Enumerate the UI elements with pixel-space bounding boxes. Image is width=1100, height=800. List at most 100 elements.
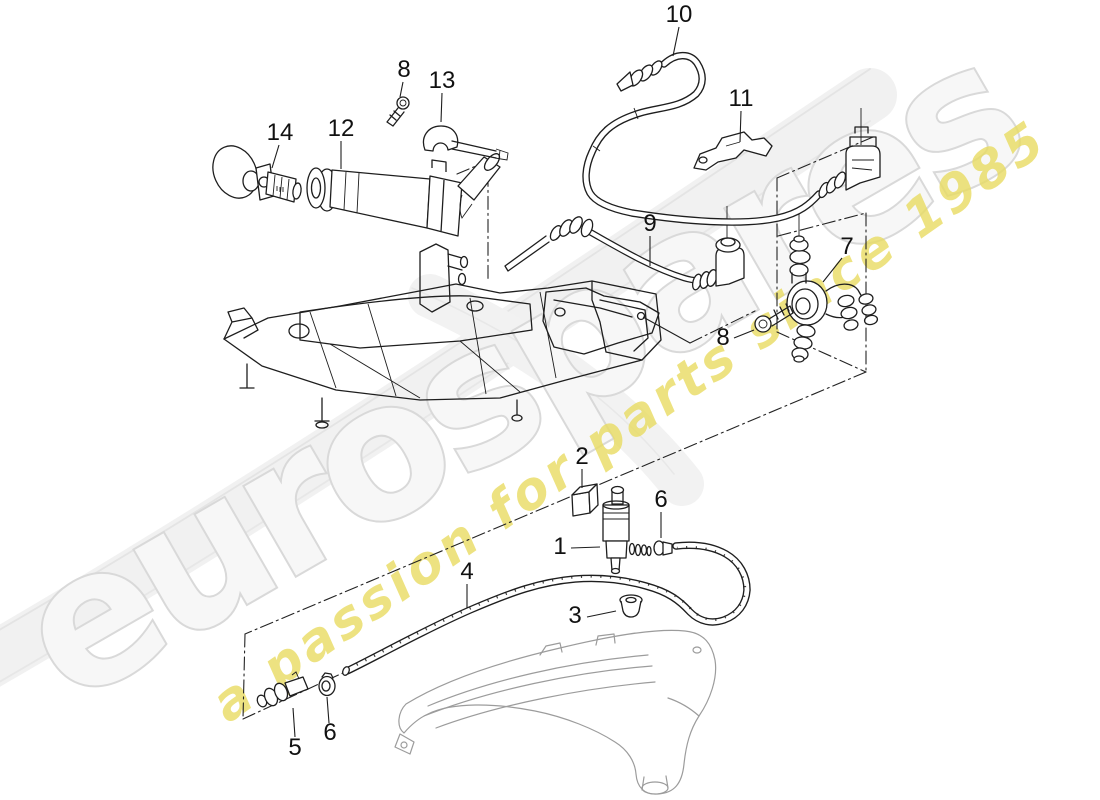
subframe-left-clevis bbox=[223, 307, 259, 340]
liner-hole bbox=[692, 646, 702, 654]
hose-9-nozzle-tube bbox=[504, 235, 550, 272]
subframe-center-plate bbox=[299, 295, 533, 349]
elbow-10-rib3 bbox=[833, 171, 847, 189]
subframe-pin-upper bbox=[459, 255, 469, 269]
leader-5 bbox=[292, 707, 296, 738]
leader-3 bbox=[586, 610, 617, 618]
part-5-connector bbox=[256, 671, 309, 708]
leader-1 bbox=[570, 546, 601, 549]
flange-bore bbox=[310, 177, 322, 199]
screw-head-inner bbox=[399, 99, 407, 107]
part-12-telescopic-nozzle bbox=[306, 153, 501, 237]
valve-nippleA-rib2 bbox=[840, 306, 858, 320]
callout-label-2: 2 bbox=[575, 443, 588, 470]
assembly-frame-top bbox=[777, 212, 867, 237]
fitting-9-rib4 bbox=[580, 218, 594, 238]
screw-8b-head-inner bbox=[758, 319, 768, 329]
pump-port-tip bbox=[646, 545, 652, 557]
assembly-line-lower-vertical bbox=[242, 633, 246, 720]
leader-7 bbox=[822, 257, 843, 283]
fitting-9-rib1 bbox=[549, 225, 563, 241]
valve-top-rib1 bbox=[789, 263, 809, 277]
liner-ribs bbox=[423, 654, 656, 729]
valve-nippleA-rib3 bbox=[843, 319, 859, 331]
block-front bbox=[571, 491, 591, 517]
screw-8b-thread bbox=[768, 303, 794, 327]
callout-label-6a: 6 bbox=[654, 486, 667, 513]
liner-foot-lines bbox=[641, 697, 700, 791]
bracket-hole bbox=[698, 156, 708, 164]
subframe-rear-bracket bbox=[542, 287, 660, 355]
callout-label-7: 7 bbox=[840, 233, 853, 260]
part-8-screw-upper bbox=[386, 96, 410, 127]
subframe-carrier bbox=[223, 243, 662, 429]
bracket-body bbox=[693, 131, 773, 171]
flange-ring bbox=[306, 167, 326, 209]
leader-14 bbox=[271, 144, 280, 169]
part-13-clamp bbox=[422, 125, 509, 161]
swoosh-fold-edge bbox=[411, 287, 675, 475]
valve-nippleA-rib1 bbox=[837, 294, 855, 308]
valve-body-mid bbox=[791, 288, 819, 320]
elbow-10-cap bbox=[849, 126, 877, 147]
part-10-hose bbox=[582, 51, 881, 226]
subframe-upright-bracket bbox=[419, 243, 451, 313]
screw-thread bbox=[386, 107, 405, 127]
callout-label-11: 11 bbox=[729, 85, 754, 112]
subframe-mount-hole bbox=[636, 311, 646, 321]
valve-top-neck bbox=[791, 272, 807, 284]
callout-label-13: 13 bbox=[429, 67, 456, 94]
leader-8b bbox=[733, 329, 755, 339]
fitting-10-cone bbox=[616, 71, 634, 92]
pump-bottom-tip bbox=[610, 567, 621, 575]
callout-label-10: 10 bbox=[666, 1, 693, 28]
pump-body bbox=[602, 504, 630, 542]
part-3-grommet bbox=[619, 594, 643, 618]
callout-label-12: 12 bbox=[328, 115, 355, 142]
subframe-hole-right bbox=[554, 307, 566, 317]
part-4-hose bbox=[342, 541, 751, 676]
valve-top-tip bbox=[793, 235, 805, 243]
callout-label-1: 1 bbox=[553, 533, 566, 560]
pump-port-rib2 bbox=[634, 543, 642, 557]
watermark-brand: eurospares bbox=[0, 0, 1055, 747]
pump-port-rib1 bbox=[628, 542, 636, 556]
valve-nippleB-rib2 bbox=[861, 304, 877, 316]
elbow-10-detail bbox=[851, 159, 874, 171]
part-11-bracket bbox=[693, 131, 773, 171]
swoosh-edge-top bbox=[0, 68, 871, 631]
clamp-pin bbox=[451, 140, 497, 159]
valve-nippleB-rib1 bbox=[858, 293, 874, 305]
subframe-stud-nut-2 bbox=[511, 414, 523, 422]
part-2-connector-block bbox=[571, 483, 599, 517]
connector-5-shaft bbox=[284, 676, 309, 697]
connector-5-ring2 bbox=[273, 682, 289, 702]
hose-10-joints bbox=[592, 107, 639, 152]
cylinder-clip bbox=[431, 159, 447, 172]
assembly-line-long-diagonal bbox=[244, 371, 867, 635]
callout-leaders bbox=[271, 26, 843, 738]
leader-8a bbox=[399, 81, 404, 98]
hose-10-core bbox=[583, 53, 822, 225]
liner-tabs bbox=[539, 633, 616, 656]
part-8-screw-lower bbox=[754, 303, 794, 333]
pump-body-bands bbox=[603, 512, 629, 520]
clamp-6b-inner bbox=[321, 680, 331, 692]
subframe-hole-left bbox=[288, 323, 310, 339]
assembly-frame-bottom bbox=[776, 331, 867, 373]
wheel-arch-liner bbox=[394, 629, 717, 795]
part-7-valve bbox=[786, 235, 879, 363]
cylinder-seams bbox=[343, 171, 360, 214]
clamp-6b-slot bbox=[321, 672, 334, 679]
nozzle-barrel-ribs bbox=[272, 174, 290, 201]
pump-body-top bbox=[602, 500, 630, 510]
subframe-pin-lower bbox=[457, 272, 467, 286]
callout-label-9: 9 bbox=[643, 210, 656, 237]
leader-11 bbox=[739, 110, 742, 143]
hose-4-end-cap bbox=[342, 666, 350, 676]
pump-lower-body bbox=[605, 540, 628, 559]
grommet-body bbox=[620, 600, 642, 618]
subframe-stud-nut-1 bbox=[315, 421, 329, 429]
